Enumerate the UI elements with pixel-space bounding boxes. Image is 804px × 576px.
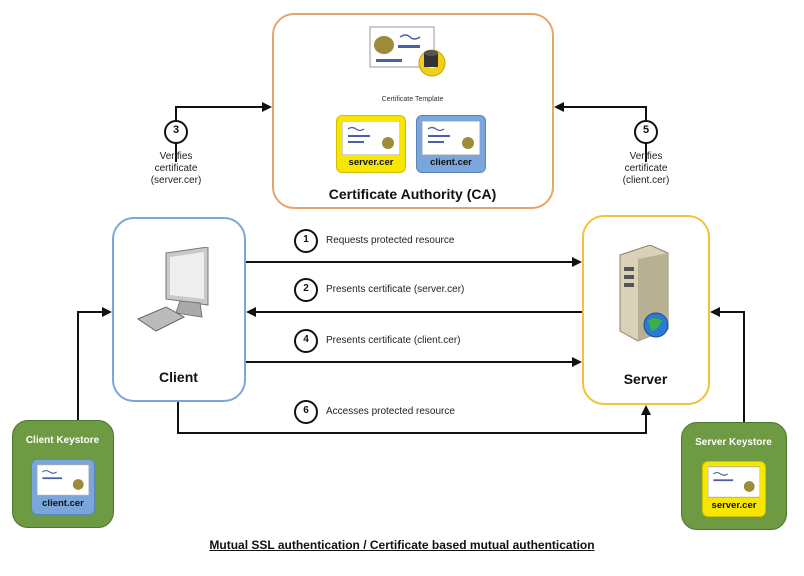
step-circle-2	[294, 278, 318, 302]
step-number-3: 3	[172, 124, 180, 136]
ca-title: Certificate Authority (CA)	[328, 186, 497, 202]
verify-label-left: Verifies certificate (server.cer)	[136, 151, 216, 187]
verify-left-line2: certificate	[154, 163, 198, 174]
step-circle-4	[294, 329, 318, 353]
step-number-6: 6	[303, 405, 309, 416]
verify-right-line3: (client.cer)	[622, 175, 670, 186]
server-keystore-cert-label: server.cer	[711, 500, 757, 511]
globe-icon	[643, 312, 669, 338]
ca-server-cert: server.cer	[336, 115, 406, 173]
step-number-1: 1	[303, 234, 309, 245]
client-keystore-box: Client Keystore client.cer	[12, 420, 114, 528]
server-keystore-box: Server Keystore server.cer	[681, 422, 787, 530]
verify-right-line1: Verifies	[629, 151, 663, 162]
server-tower-icon	[619, 245, 669, 342]
step-number-5: 5	[642, 124, 650, 136]
arrow-step-6	[177, 402, 651, 434]
ca-client-cert-label: client.cer	[430, 157, 472, 168]
step-number-2: 2	[303, 283, 309, 294]
server-title: Server	[623, 371, 668, 387]
certificate-icon	[342, 121, 400, 155]
client-keystore-title: Client Keystore	[25, 435, 100, 446]
certificate-icon	[422, 121, 480, 155]
verify-left-line3: (server.cer)	[150, 175, 202, 186]
verify-label-right: Verifies certificate (client.cer)	[606, 151, 686, 187]
monitor-icon	[136, 247, 209, 332]
certificate-authority-box: Certificate Template server.cer client.c…	[272, 13, 554, 209]
client-title: Client	[159, 369, 198, 385]
step-text-1: Requests protected resource	[326, 235, 455, 246]
step-circle-5	[634, 120, 658, 144]
server-keystore-title: Server Keystore	[695, 437, 772, 448]
server-box: Server	[582, 215, 710, 405]
ca-server-cert-label: server.cer	[348, 157, 394, 168]
certificate-icon	[37, 464, 89, 496]
step-circle-6	[294, 400, 318, 424]
client-keystore-cert: client.cer	[31, 459, 95, 515]
certificate-template-label: Certificate Template	[381, 96, 444, 103]
step-number-4: 4	[303, 334, 309, 345]
certificate-icon	[708, 466, 760, 498]
step-text-6: Accesses protected resource	[326, 406, 455, 417]
step-text-2: Presents certificate (server.cer)	[326, 284, 465, 295]
arrow-keystore-to-client	[77, 307, 112, 420]
verify-right-line2: certificate	[624, 163, 668, 174]
ca-client-cert: client.cer	[416, 115, 486, 173]
keyboard-icon	[136, 306, 186, 332]
step-text-4: Presents certificate (client.cer)	[326, 335, 461, 346]
arrow-keystore-to-server	[710, 307, 745, 422]
verify-left-line1: Verifies	[159, 151, 193, 162]
client-keystore-cert-label: client.cer	[42, 498, 84, 509]
server-keystore-cert: server.cer	[702, 461, 766, 517]
step-circle-1	[294, 229, 318, 253]
database-icon	[424, 50, 438, 67]
client-box: Client	[112, 217, 246, 402]
diagram-caption: Mutual SSL authentication / Certificate …	[209, 538, 595, 552]
certificate-template-icon	[369, 26, 446, 77]
step-circle-3	[164, 120, 188, 144]
